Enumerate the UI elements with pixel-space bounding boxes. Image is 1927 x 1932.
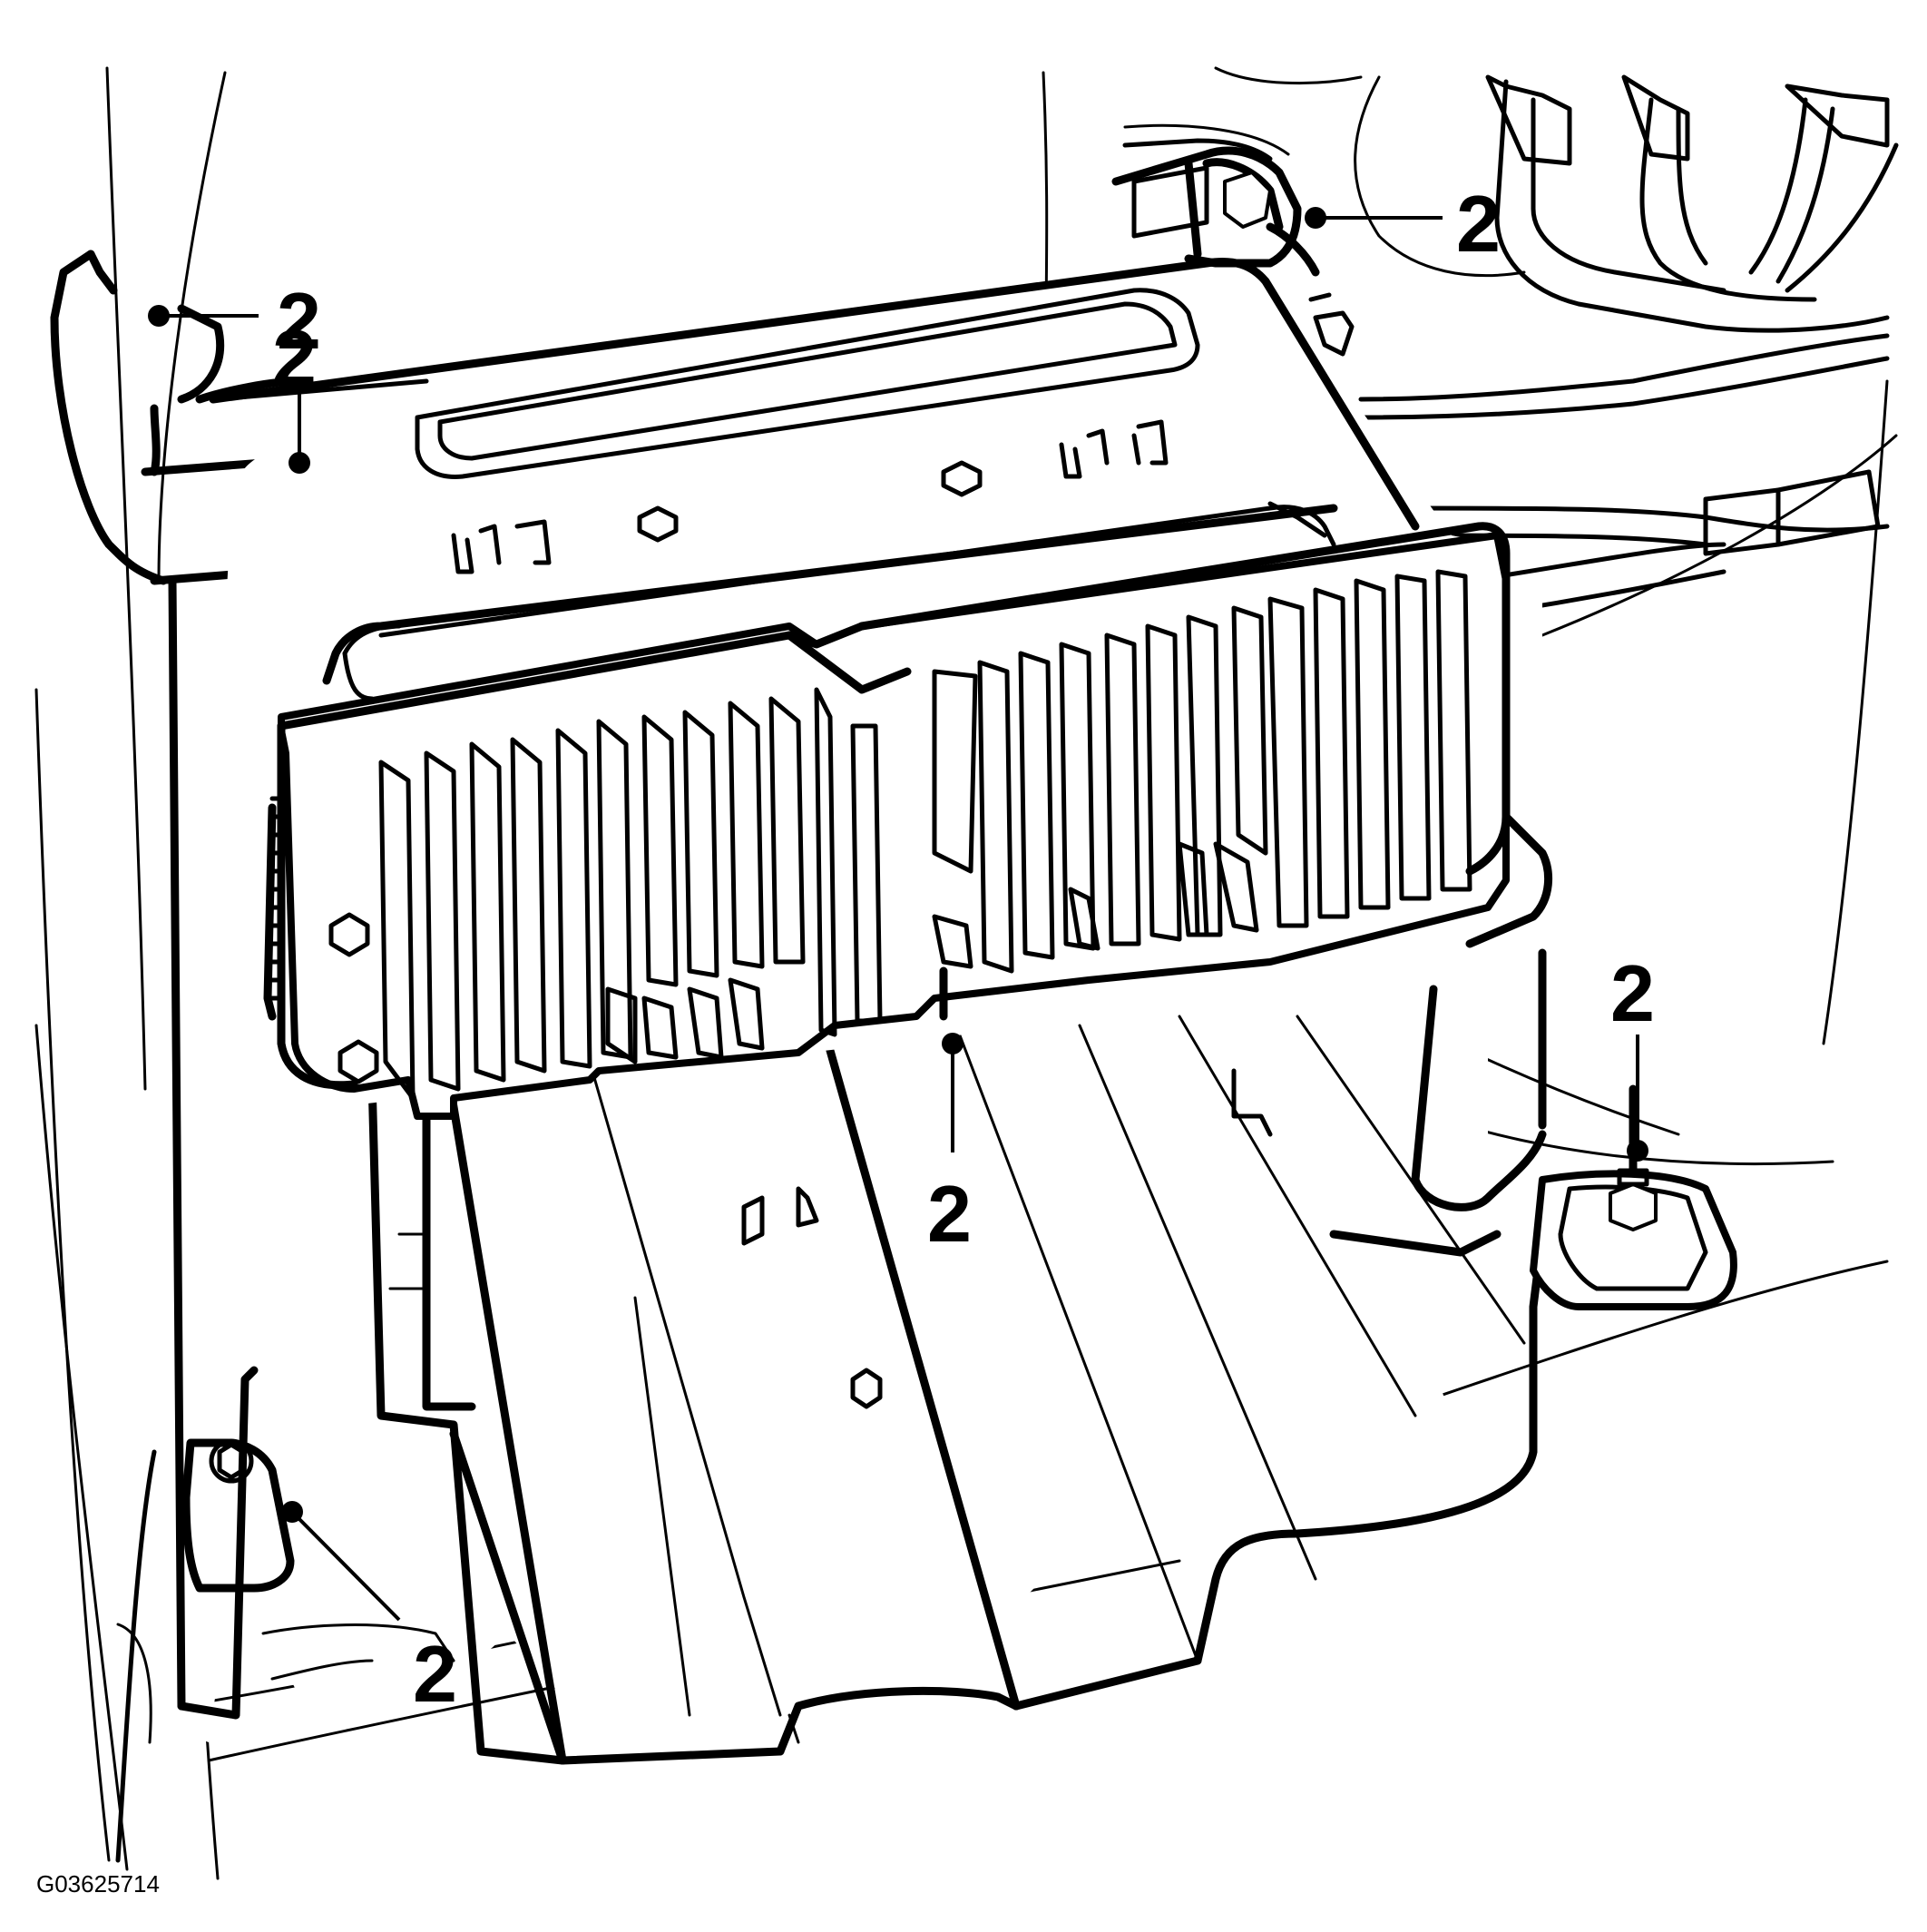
amplifier-heatsink xyxy=(263,522,1553,1120)
upper-right-bracket xyxy=(1111,138,1355,357)
callout-dot xyxy=(1305,207,1326,229)
right-lower-bolt xyxy=(1609,1168,1658,1231)
callout-left-bracket-bolt: 2 xyxy=(272,313,317,474)
callout-label: 2 xyxy=(272,313,317,403)
callout-dot xyxy=(148,305,170,327)
figure-id: G03625714 xyxy=(36,1870,160,1898)
callout-top-left: 2 xyxy=(148,276,321,366)
bottom-left-bolt xyxy=(209,1438,254,1484)
callout-label: 2 xyxy=(277,276,321,366)
callout-dot xyxy=(289,452,310,474)
callout-label: 2 xyxy=(1456,179,1501,269)
callout-dot xyxy=(281,1501,303,1523)
callout-dot xyxy=(1627,1140,1648,1162)
callout-dot xyxy=(942,1033,964,1054)
callout-label: 2 xyxy=(1610,948,1655,1038)
callout-label: 2 xyxy=(927,1169,972,1259)
callout-top-right: 2 xyxy=(1305,179,1501,269)
callout-center: 2 xyxy=(927,1033,972,1259)
callout-bottom-left: 2 xyxy=(281,1501,457,1719)
callout-right-bolt: 2 xyxy=(1610,948,1655,1162)
wire-harness xyxy=(1358,74,1899,620)
callout-label: 2 xyxy=(413,1629,457,1719)
